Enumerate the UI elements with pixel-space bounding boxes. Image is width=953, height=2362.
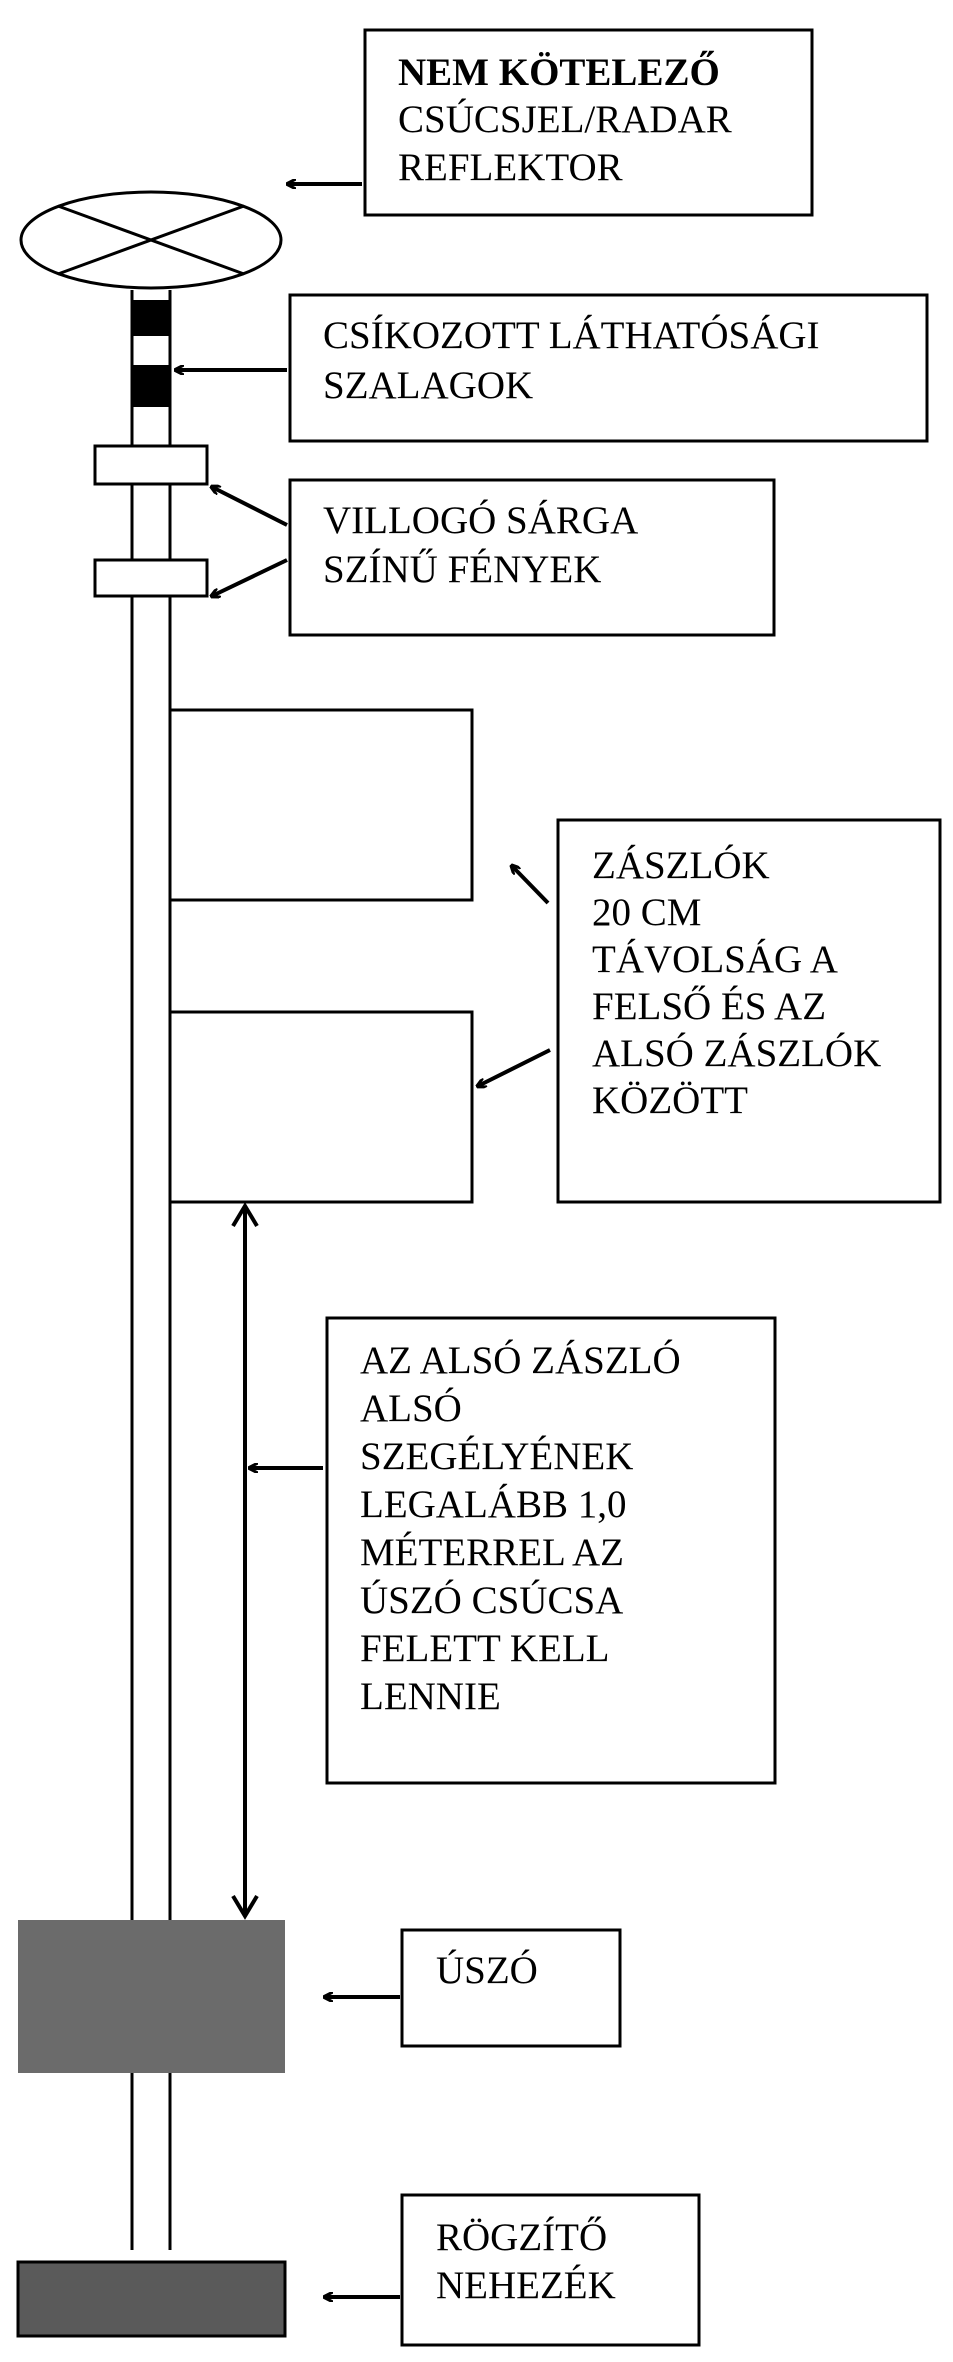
topmark bbox=[19, 190, 283, 290]
arrow-flag-lower bbox=[478, 1048, 551, 1086]
flag-lower bbox=[168, 1010, 474, 1204]
svg-text:NEHEZÉK: NEHEZÉK bbox=[436, 2263, 616, 2307]
flags-label: ZÁSZLÓK 20 CM TÁVOLSÁG A FELSŐ ÉS AZ ALS… bbox=[592, 843, 881, 1122]
svg-text:ALSÓ ZÁSZLÓK: ALSÓ ZÁSZLÓK bbox=[592, 1031, 881, 1075]
svg-text:ALSÓ: ALSÓ bbox=[360, 1386, 462, 1430]
light-lower bbox=[93, 558, 209, 598]
arrow-light-upper bbox=[212, 487, 288, 527]
svg-text:REFLEKTOR: REFLEKTOR bbox=[398, 146, 623, 189]
reflector-label: NEM KÖTELEZŐ CSÚCSJEL/RADAR REFLEKTOR bbox=[398, 49, 732, 189]
svg-text:SZEGÉLYÉNEK: SZEGÉLYÉNEK bbox=[360, 1434, 633, 1478]
float-body bbox=[18, 1920, 285, 2073]
svg-text:MÉTERREL AZ: MÉTERREL AZ bbox=[360, 1530, 624, 1574]
lights-label: VILLOGÓ SÁRGA SZÍNŰ FÉNYEK bbox=[323, 498, 638, 591]
svg-text:VILLOGÓ SÁRGA: VILLOGÓ SÁRGA bbox=[323, 498, 638, 542]
band-black-top bbox=[133, 300, 169, 336]
svg-text:AZ ALSÓ ZÁSZLÓ: AZ ALSÓ ZÁSZLÓ bbox=[360, 1338, 681, 1382]
reflector-label-box bbox=[363, 28, 814, 217]
pointer-arrows bbox=[176, 184, 551, 2297]
svg-text:ÚSZÓ: ÚSZÓ bbox=[436, 1948, 538, 1992]
arrow-flag-upper bbox=[512, 866, 550, 905]
svg-text:FELETT KELL: FELETT KELL bbox=[360, 1627, 609, 1670]
svg-text:LENNIE: LENNIE bbox=[360, 1675, 501, 1718]
float-label: ÚSZÓ bbox=[436, 1948, 538, 1992]
bands-label: CSÍKOZOTT LÁTHATÓSÁGI SZALAGOK bbox=[323, 313, 820, 407]
flags-label-box bbox=[556, 818, 942, 1204]
svg-text:ZÁSZLÓK: ZÁSZLÓK bbox=[592, 843, 770, 887]
svg-text:FELSŐ ÉS AZ: FELSŐ ÉS AZ bbox=[592, 984, 826, 1028]
light-upper bbox=[93, 444, 209, 486]
svg-text:20 CM: 20 CM bbox=[592, 891, 701, 934]
clearance-label-box bbox=[325, 1316, 777, 1785]
svg-text:TÁVOLSÁG A: TÁVOLSÁG A bbox=[592, 937, 838, 981]
float-label-box bbox=[400, 1928, 622, 2048]
band-black-bottom bbox=[133, 365, 169, 407]
anchor-weight bbox=[16, 2260, 287, 2338]
anchor-label-box bbox=[400, 2193, 701, 2347]
svg-text:CSÍKOZOTT LÁTHATÓSÁGI: CSÍKOZOTT LÁTHATÓSÁGI bbox=[323, 313, 820, 357]
clearance-label: AZ ALSÓ ZÁSZLÓ ALSÓ SZEGÉLYÉNEK LEGALÁBB… bbox=[360, 1338, 681, 1718]
visibility-bands bbox=[133, 300, 169, 407]
svg-text:RÖGZÍTŐ: RÖGZÍTŐ bbox=[436, 2215, 607, 2259]
bands-label-box bbox=[288, 293, 929, 443]
lights-label-box bbox=[288, 478, 776, 637]
svg-text:KÖZÖTT: KÖZÖTT bbox=[592, 1079, 748, 1122]
svg-text:SZÍNŰ FÉNYEK: SZÍNŰ FÉNYEK bbox=[323, 547, 601, 591]
arrow-light-lower bbox=[212, 558, 288, 596]
svg-text:NEM KÖTELEZŐ: NEM KÖTELEZŐ bbox=[398, 49, 720, 94]
svg-text:ÚSZÓ CSÚCSA: ÚSZÓ CSÚCSA bbox=[360, 1578, 623, 1622]
svg-text:LEGALÁBB 1,0: LEGALÁBB 1,0 bbox=[360, 1482, 627, 1526]
flag-upper bbox=[168, 708, 474, 902]
anchor-label: RÖGZÍTŐ NEHEZÉK bbox=[436, 2215, 616, 2307]
svg-text:CSÚCSJEL/RADAR: CSÚCSJEL/RADAR bbox=[398, 97, 732, 141]
clearance-dimension-arrow bbox=[231, 1202, 259, 1920]
svg-text:SZALAGOK: SZALAGOK bbox=[323, 364, 533, 407]
